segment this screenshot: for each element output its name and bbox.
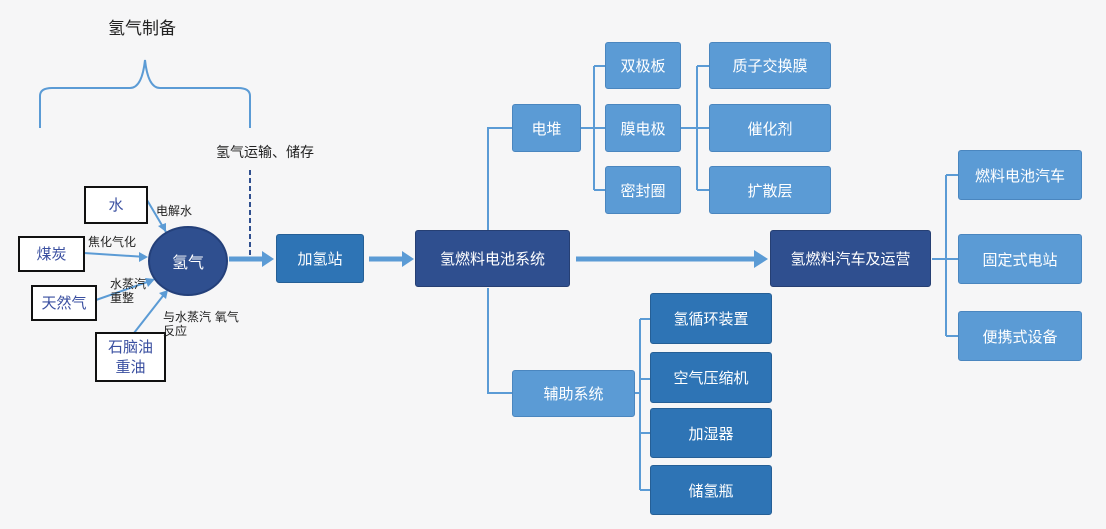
arrow-coal [83,252,147,258]
mea-part-membrane: 质子交换膜 [709,42,831,89]
branch-stack [487,127,512,230]
production-title: 氢气制备 [108,19,176,39]
branch-aux [487,288,512,394]
arrow-gas [95,279,154,301]
aux-tree [635,318,650,491]
stack: 电堆 [512,104,581,152]
stack-tree [580,65,605,191]
app-tree [932,174,958,337]
process-steam-oxygen: 与水蒸汽 氧气 反应 [163,310,239,338]
stack-part-seal: 密封圈 [605,166,681,214]
source-coal: 煤炭 [18,236,85,272]
fuel-cell-system: 氢燃料电池系统 [415,230,570,287]
source-water: 水 [84,186,148,224]
application-portable-device: 便携式设备 [958,311,1082,361]
application-stationary-power: 固定式电站 [958,234,1082,284]
mea-tree [681,65,709,191]
production-brace [39,59,251,128]
arrow-naphtha [133,291,167,334]
aux-part-humidifier: 加湿器 [650,408,772,458]
hydrogen-station: 加氢站 [276,234,364,283]
hydrogen-hub: 氢气 [148,226,228,296]
stack-part-bipolar-plate: 双极板 [605,42,681,89]
mea-part-catalyst: 催化剂 [709,104,831,152]
process-electrolysis: 电解水 [156,204,193,218]
mea-part-diffusion-layer: 扩散层 [709,166,831,214]
process-steam-reforming: 水蒸汽 重整 [110,277,147,305]
source-natural-gas: 天然气 [31,285,97,321]
application-fcev: 燃料电池汽车 [958,150,1082,200]
source-naphtha-heavy-oil: 石脑油 重油 [95,332,166,382]
vehicle-operation: 氢燃料汽车及运营 [770,230,931,287]
aux-part-recirculation: 氢循环装置 [650,293,772,344]
aux-part-air-compressor: 空气压缩机 [650,352,772,403]
stack-part-mea: 膜电极 [605,104,681,152]
aux-part-hydrogen-tank: 储氢瓶 [650,465,772,515]
auxiliary-system: 辅助系统 [512,370,635,417]
transport-label: 氢气运输、储存 [216,145,314,161]
process-gasification: 焦化气化 [88,235,137,249]
